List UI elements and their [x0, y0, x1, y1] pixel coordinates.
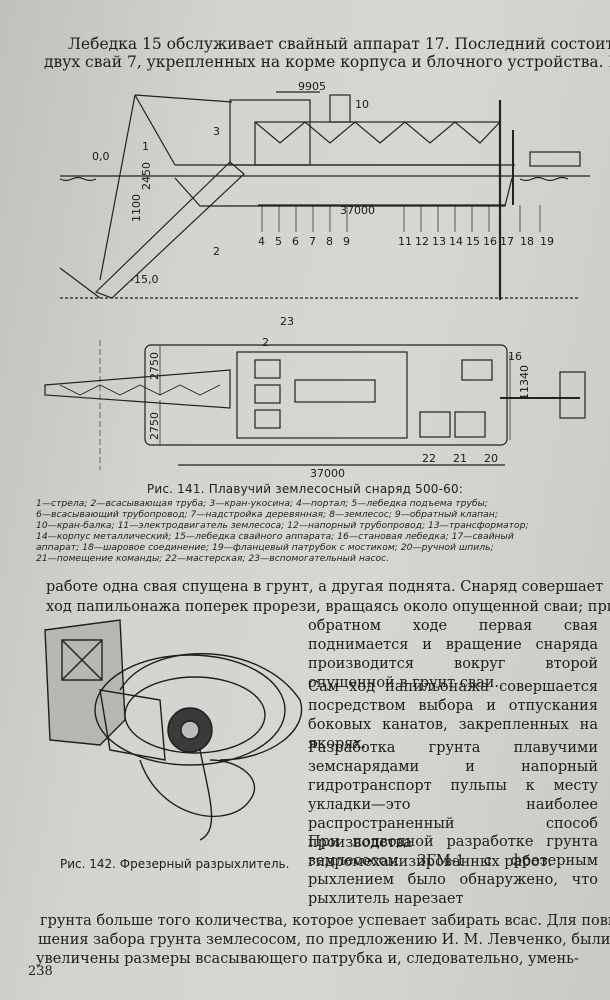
label-11340: 11340: [518, 365, 531, 400]
legend-line: 10—кран-балка; 11—электродвигатель земле…: [36, 520, 529, 531]
side-num-8: 8: [326, 235, 333, 248]
truss-top: [254, 121, 501, 144]
cutter-hub-center: [180, 720, 200, 740]
side-num-10: 10: [355, 98, 369, 111]
plan-num-16: 16: [508, 350, 522, 363]
body-paragraph-3: Разработка грунта плавучими земснарядами…: [308, 740, 598, 870]
side-num-3: 3: [213, 125, 220, 138]
label-9905: 9905: [298, 80, 326, 93]
water-wave-right: [519, 176, 569, 182]
legend-line: 1—стрела; 2—всасывающая труба; 3—кран-ук…: [36, 498, 488, 509]
side-num-7: 7: [309, 235, 316, 248]
window-cross-2: [61, 639, 103, 681]
plan-box-5: [454, 411, 486, 438]
side-num-5: 5: [275, 235, 282, 248]
plan-box-6: [461, 359, 493, 381]
body-paragraph-2: Сам ход папильонажа совершается посредст…: [308, 679, 598, 752]
boom-1: [99, 94, 136, 281]
figure-141-caption: Рис. 141. Плавучий землесосный снаряд 50…: [146, 482, 464, 496]
leader-lines: [261, 205, 541, 232]
pump-unit-plan: [294, 379, 376, 403]
cutter-frame: [99, 689, 166, 761]
side-num-11: 11: [398, 235, 412, 248]
plan-num-20: 20: [484, 452, 498, 465]
side-num-19: 19: [540, 235, 554, 248]
boom-stay: [134, 94, 233, 103]
side-num-1: 1: [142, 140, 149, 153]
intro-line-1: Лебедка 15 обслуживает свайный аппарат 1…: [68, 35, 610, 53]
side-num-4: 4: [258, 235, 265, 248]
water-wave-left: [59, 176, 97, 182]
plan-num-23: 23: [280, 315, 294, 328]
label-0-0: 0,0: [92, 150, 110, 163]
side-num-13: 13: [432, 235, 446, 248]
plan-box-3: [254, 409, 281, 429]
legend-line: 6—всасывающий трубопровод; 7—надстройка …: [36, 509, 498, 520]
body-line-2: ход папильонажа поперек прорези, вращаяс…: [46, 599, 610, 615]
crane-beam: [329, 94, 351, 123]
side-num-18: 18: [520, 235, 534, 248]
side-num-17: 17: [500, 235, 514, 248]
cutter-window: [61, 639, 103, 681]
cutter-housing: [44, 619, 126, 746]
cutter-hub: [167, 707, 213, 753]
legend-line: 14—корпус металлический; 15—лебедка свай…: [36, 531, 514, 542]
cutter-blade-1: [119, 653, 303, 761]
legend-line: 21—помещение команды; 22—мастерская; 23—…: [36, 553, 390, 564]
cutter-blade-mid: [124, 676, 266, 754]
hull-plan: [144, 344, 508, 446]
machine-room: [236, 351, 408, 439]
body-paragraph-1: обратном ходе первая свая поднимается и …: [308, 618, 598, 691]
plan-box-4: [419, 411, 451, 438]
label-37000-side: 37000: [340, 204, 375, 217]
floating-pipeline: [529, 151, 581, 167]
figure-141-drawing: 9905 0,0 2450 1100 37000 -15,0 1 2 3 4 5…: [44, 80, 590, 480]
label-2450: 2450: [140, 162, 153, 190]
body-bottom-line-2: шения забора грунта землесосом, по предл…: [38, 932, 610, 948]
body-bottom-line-3: увеличены размеры всасывающего патрубка …: [36, 951, 579, 967]
cutter-blade-2: [139, 759, 256, 818]
plan-box-1: [254, 359, 281, 379]
boom-rope: [134, 94, 176, 166]
side-num-14: 14: [449, 235, 463, 248]
side-num-15: 15: [466, 235, 480, 248]
intro-line-2: двух свай 7, укрепленных на корме корпус…: [44, 53, 610, 71]
body-line-1: работе одна свая спущена в грунт, а друг…: [46, 579, 604, 595]
plan-num-21: 21: [453, 452, 467, 465]
hull-side: [174, 177, 513, 207]
label-neg15: -15,0: [130, 273, 158, 286]
side-num-16: 16: [483, 235, 497, 248]
cutter-blade-3: [199, 749, 213, 841]
label-37000-plan: 37000: [310, 467, 345, 480]
portal-structure: [229, 99, 311, 166]
label-2750-bottom: 2750: [148, 412, 161, 440]
figure-141-legend: 1—стрела; 2—всасывающая труба; 3—кран-ук…: [36, 498, 596, 564]
side-num-9: 9: [343, 235, 350, 248]
legend-line: аппарат; 18—шаровое соединение; 19—фланц…: [36, 542, 494, 553]
label-1100: 1100: [130, 194, 143, 222]
side-num-2: 2: [213, 245, 220, 258]
page-number: 238: [28, 964, 53, 979]
label-2750-top: 2750: [148, 352, 161, 380]
slope-line: [59, 267, 101, 299]
cutter-blade-outer: [94, 654, 286, 766]
figure-142-caption: Рис. 142. Фрезерный разрыхлитель.: [60, 857, 290, 871]
side-num-6: 6: [292, 235, 299, 248]
plan-box-2: [254, 384, 281, 404]
body-paragraph-4: При подводной разработке грунта землесос…: [308, 834, 598, 907]
side-num-12: 12: [415, 235, 429, 248]
pontoon-plan: [559, 371, 586, 419]
plan-num-22: 22: [422, 452, 436, 465]
window-cross-1: [61, 639, 103, 681]
boom-plan: [44, 369, 231, 409]
suction-pipe: [94, 161, 245, 299]
boom-truss-plan: [59, 384, 221, 396]
body-bottom-line-1: грунта больше того количества, которое у…: [40, 913, 610, 929]
plan-num-2: 2: [262, 336, 269, 349]
